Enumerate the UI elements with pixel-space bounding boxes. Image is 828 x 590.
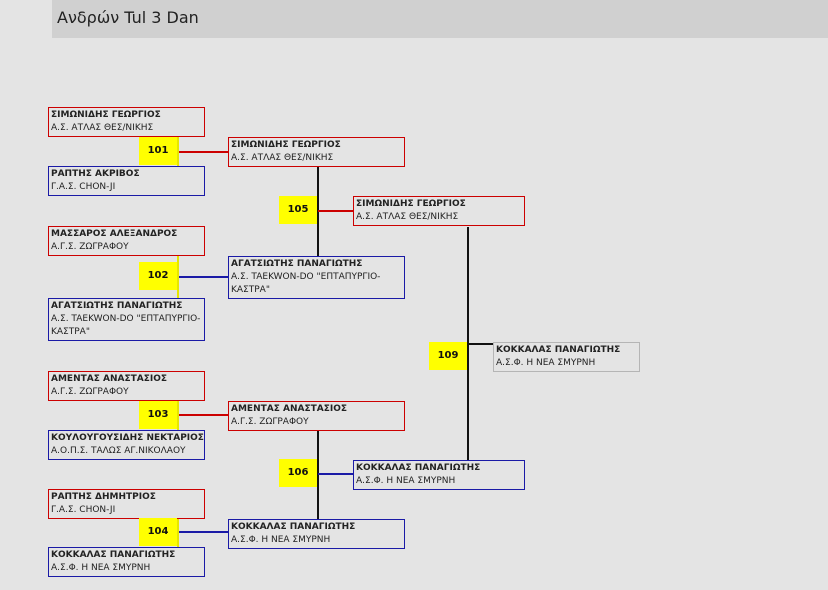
connector-104-vertical [177,519,179,548]
competitor-club: Α.Γ.Σ. ΖΩΓΡΑΦΟΥ [231,417,309,427]
competitor-name: ΑΓΑΤΣΙΩΤΗΣ ΠΑΝΑΓΙΩΤΗΣ [51,301,183,311]
competitor-name: ΚΟΥΛΟΥΓΟΥΣΙΔΗΣ ΝΕΚΤΑΡΙΟΣ [51,433,204,443]
competitor-name: ΑΜΕΝΤΑΣ ΑΝΑΣΤΑΣΙΟΣ [51,374,167,384]
connector-102-vertical [177,256,179,298]
competitor-club: Γ.Α.Σ. CHON-JI [51,505,116,515]
competitor-card[interactable]: ΑΜΕΝΤΑΣ ΑΝΑΣΤΑΣΙΟΣ Α.Γ.Σ. ΖΩΓΡΑΦΟΥ [48,371,205,401]
competitor-name: ΡΑΠΤΗΣ ΔΗΜΗΤΡΙΟΣ [51,492,156,502]
connector-102-blue [178,276,230,278]
competitor-club: Α.Σ. ΑΤΛΑΣ ΘΕΣ/ΝΙΚΗΣ [231,153,334,163]
connector-106-blue [318,473,355,475]
final-winner-card[interactable]: ΚΟΚΚΑΛΑΣ ΠΑΝΑΓΙΩΤΗΣ Α.Σ.Φ. Η ΝΕΑ ΣΜΥΡΝΗ [493,342,640,372]
competitor-card[interactable]: ΚΟΚΚΑΛΑΣ ΠΑΝΑΓΙΩΤΗΣ Α.Σ.Φ. Η ΝΕΑ ΣΜΥΡΝΗ [353,460,525,490]
connector-106-vertical [317,431,319,519]
competitor-card[interactable]: ΡΑΠΤΗΣ ΑΚΡΙΒΟΣ Γ.Α.Σ. CHON-JI [48,166,205,196]
match-number-badge[interactable]: 105 [279,196,317,224]
competitor-club: Α.Γ.Σ. ΖΩΓΡΑΦΟΥ [51,387,129,397]
competitor-name: ΚΟΚΚΑΛΑΣ ΠΑΝΑΓΙΩΤΗΣ [231,522,356,532]
competitor-name: ΚΟΚΚΑΛΑΣ ΠΑΝΑΓΙΩΤΗΣ [496,345,621,355]
competitor-card[interactable]: ΣΙΜΩΝΙΔΗΣ ΓΕΩΡΓΙΟΣ Α.Σ. ΑΤΛΑΣ ΘΕΣ/ΝΙΚΗΣ [228,137,405,167]
competitor-club: Γ.Α.Σ. CHON-JI [51,182,116,192]
connector-103-vertical [177,401,179,431]
connector-104-blue [178,531,230,533]
connector-101-red [178,151,230,153]
match-number-badge[interactable]: 104 [139,518,177,546]
match-number-badge[interactable]: 109 [429,342,467,370]
competitor-club: Α.Γ.Σ. ΖΩΓΡΑΦΟΥ [51,242,129,252]
competitor-club: Α.Σ.Φ. Η ΝΕΑ ΣΜΥΡΝΗ [356,476,456,486]
competitor-club: Α.Σ. ΑΤΛΑΣ ΘΕΣ/ΝΙΚΗΣ [356,212,459,222]
title-bar: Ανδρών Tul 3 Dan [52,0,828,38]
connector-109-final [468,343,494,345]
competitor-card[interactable]: ΑΓΑΤΣΙΩΤΗΣ ΠΑΝΑΓΙΩΤΗΣ Α.Σ. TAEKWON-DO "Ε… [228,256,405,299]
match-number-badge[interactable]: 101 [139,137,177,165]
competitor-name: ΣΙΜΩΝΙΔΗΣ ΓΕΩΡΓΙΟΣ [356,199,466,209]
match-number-badge[interactable]: 102 [139,262,177,290]
competitor-club: Α.Σ. ΑΤΛΑΣ ΘΕΣ/ΝΙΚΗΣ [51,123,154,133]
competitor-name: ΚΟΚΚΑΛΑΣ ΠΑΝΑΓΙΩΤΗΣ [356,463,481,473]
competitor-card[interactable]: ΚΟΚΚΑΛΑΣ ΠΑΝΑΓΙΩΤΗΣ Α.Σ.Φ. Η ΝΕΑ ΣΜΥΡΝΗ [48,547,205,577]
competitor-card[interactable]: ΚΟΚΚΑΛΑΣ ΠΑΝΑΓΙΩΤΗΣ Α.Σ.Φ. Η ΝΕΑ ΣΜΥΡΝΗ [228,519,405,549]
connector-101-vertical [177,137,179,167]
match-number-badge[interactable]: 103 [139,401,177,429]
competitor-card[interactable]: ΚΟΥΛΟΥΓΟΥΣΙΔΗΣ ΝΕΚΤΑΡΙΟΣ Α.Ο.Π.Σ. ΤΑΛΩΣ … [48,430,205,460]
competitor-club: Α.Σ.Φ. Η ΝΕΑ ΣΜΥΡΝΗ [231,535,331,545]
competitor-card[interactable]: ΡΑΠΤΗΣ ΔΗΜΗΤΡΙΟΣ Γ.Α.Σ. CHON-JI [48,489,205,519]
competitor-card[interactable]: ΣΙΜΩΝΙΔΗΣ ΓΕΩΡΓΙΟΣ Α.Σ. ΑΤΛΑΣ ΘΕΣ/ΝΙΚΗΣ [48,107,205,137]
competitor-club: Α.Σ. TAEKWON-DO "ΕΠΤΑΠΥΡΓΙΟ-ΚΑΣΤΡΑ" [51,314,201,337]
page-title: Ανδρών Tul 3 Dan [57,8,199,27]
competitor-name: ΡΑΠΤΗΣ ΑΚΡΙΒΟΣ [51,169,140,179]
competitor-name: ΜΑΣΣΑΡΟΣ ΑΛΕΞΑΝΔΡΟΣ [51,229,178,239]
competitor-club: Α.Σ.Φ. Η ΝΕΑ ΣΜΥΡΝΗ [496,358,596,368]
competitor-name: ΣΙΜΩΝΙΔΗΣ ΓΕΩΡΓΙΟΣ [231,140,341,150]
match-number-badge[interactable]: 106 [279,459,317,487]
connector-103-red [178,414,230,416]
competitor-name: ΣΙΜΩΝΙΔΗΣ ΓΕΩΡΓΙΟΣ [51,110,161,120]
competitor-name: ΑΜΕΝΤΑΣ ΑΝΑΣΤΑΣΙΟΣ [231,404,347,414]
connector-105-red [318,210,355,212]
competitor-club: Α.Σ.Φ. Η ΝΕΑ ΣΜΥΡΝΗ [51,563,151,573]
competitor-name: ΑΓΑΤΣΙΩΤΗΣ ΠΑΝΑΓΙΩΤΗΣ [231,259,363,269]
competitor-card[interactable]: ΜΑΣΣΑΡΟΣ ΑΛΕΞΑΝΔΡΟΣ Α.Γ.Σ. ΖΩΓΡΑΦΟΥ [48,226,205,256]
competitor-club: Α.Σ. TAEKWON-DO "ΕΠΤΑΠΥΡΓΙΟ-ΚΑΣΤΡΑ" [231,272,381,295]
competitor-card[interactable]: ΑΜΕΝΤΑΣ ΑΝΑΣΤΑΣΙΟΣ Α.Γ.Σ. ΖΩΓΡΑΦΟΥ [228,401,405,431]
competitor-card[interactable]: ΣΙΜΩΝΙΔΗΣ ΓΕΩΡΓΙΟΣ Α.Σ. ΑΤΛΑΣ ΘΕΣ/ΝΙΚΗΣ [353,196,525,226]
competitor-name: ΚΟΚΚΑΛΑΣ ΠΑΝΑΓΙΩΤΗΣ [51,550,176,560]
competitor-club: Α.Ο.Π.Σ. ΤΑΛΩΣ ΑΓ.ΝΙΚΟΛΑΟΥ [51,446,186,456]
competitor-card[interactable]: ΑΓΑΤΣΙΩΤΗΣ ΠΑΝΑΓΙΩΤΗΣ Α.Σ. TAEKWON-DO "Ε… [48,298,205,341]
